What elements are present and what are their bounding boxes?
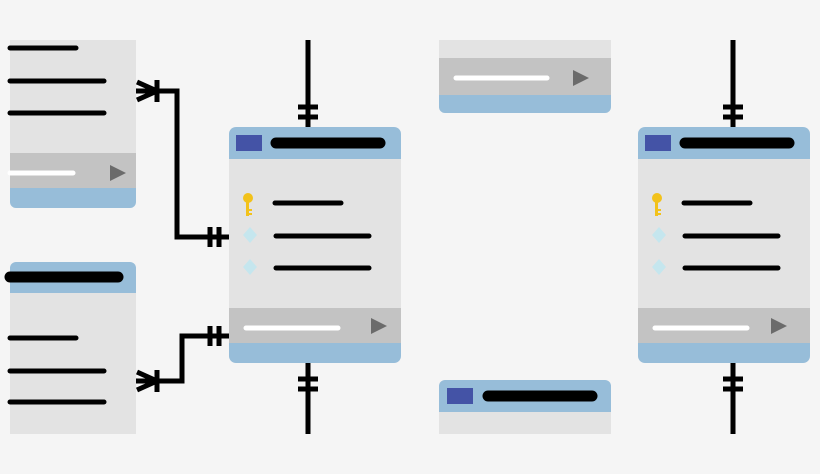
diamond-icon bbox=[243, 259, 257, 275]
entity-table-center[interactable] bbox=[229, 127, 401, 363]
connectors bbox=[135, 40, 743, 434]
one-marker bbox=[723, 376, 743, 392]
diamond-icon bbox=[652, 227, 666, 243]
one-marker bbox=[207, 326, 222, 346]
one-marker bbox=[723, 104, 743, 120]
table-badge bbox=[236, 135, 262, 151]
entity-table-left-top[interactable] bbox=[7, 40, 136, 208]
key-icon bbox=[652, 193, 662, 216]
entity-table-middle-bottom[interactable] bbox=[439, 380, 611, 434]
table-badge bbox=[447, 388, 473, 404]
one-marker bbox=[207, 227, 222, 247]
entity-table-middle-top[interactable] bbox=[439, 40, 611, 113]
table-badge bbox=[645, 135, 671, 151]
many-marker bbox=[135, 369, 160, 393]
play-triangle-icon[interactable] bbox=[371, 318, 387, 334]
one-marker bbox=[298, 376, 318, 392]
play-triangle-icon[interactable] bbox=[110, 165, 126, 181]
entity-table-left-bottom[interactable] bbox=[4, 262, 136, 434]
diamond-icon bbox=[243, 227, 257, 243]
play-triangle-icon[interactable] bbox=[771, 318, 787, 334]
entity-table-right[interactable] bbox=[638, 127, 810, 363]
play-triangle-icon[interactable] bbox=[573, 70, 589, 86]
many-marker bbox=[135, 79, 160, 103]
one-marker bbox=[298, 104, 318, 120]
diamond-icon bbox=[652, 259, 666, 275]
key-icon bbox=[243, 193, 253, 216]
